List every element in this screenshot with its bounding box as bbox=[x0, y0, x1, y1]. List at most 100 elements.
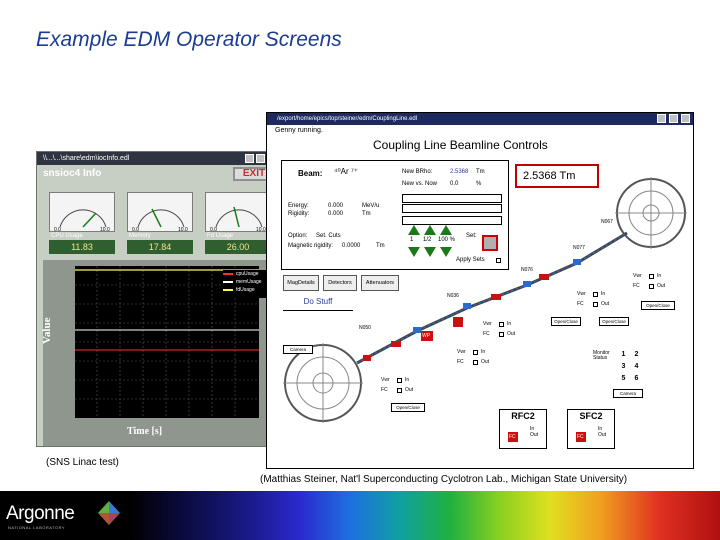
in-label: In bbox=[601, 291, 606, 297]
close-icon[interactable] bbox=[681, 114, 690, 123]
new-brho-value: 2.5368 bbox=[450, 169, 469, 175]
caption-right: (Matthias Steiner, Nat'l Superconducting… bbox=[260, 474, 628, 485]
monitor-cell[interactable]: 5 bbox=[621, 375, 626, 382]
open-close-button[interactable]: Open/Close bbox=[641, 301, 675, 310]
viewer-checkbox[interactable] bbox=[473, 350, 478, 355]
step-down-icon[interactable] bbox=[424, 247, 436, 257]
monitor-cell[interactable]: 2 bbox=[634, 351, 639, 358]
monitor-cell[interactable]: 1 bbox=[621, 351, 626, 358]
gauge-dial-icon: 0.0 10.0 bbox=[132, 208, 188, 233]
fc-checkbox[interactable] bbox=[473, 360, 478, 365]
ioc-info-titlebar[interactable]: \\...\...\share\edm\iocInfo.edl bbox=[37, 152, 271, 165]
quadrupole-icon bbox=[463, 303, 471, 309]
do-stuff-button[interactable]: Do Stuff bbox=[283, 297, 353, 311]
legend-item: memUsage bbox=[223, 278, 271, 286]
brho-display: 2.5368 Tm bbox=[515, 164, 599, 188]
dipole-icon bbox=[491, 294, 501, 300]
fc-checkbox[interactable] bbox=[397, 388, 402, 393]
dipole-icon bbox=[363, 355, 371, 361]
viewer-checkbox[interactable] bbox=[499, 322, 504, 327]
coupling-line-titlebar[interactable]: /export/home/epics/top/steiner/edm/Coupl… bbox=[267, 113, 693, 125]
new-brho-label: New BRho: bbox=[402, 169, 433, 175]
maximize-icon[interactable] bbox=[669, 114, 678, 123]
out-label: Out bbox=[657, 283, 666, 289]
in-label: In bbox=[481, 349, 486, 355]
field-row[interactable] bbox=[402, 216, 502, 225]
wp-block[interactable] bbox=[421, 331, 433, 341]
legend-item: cpuUsage bbox=[223, 270, 271, 278]
legend-label: memUsage bbox=[236, 279, 262, 285]
element-label-n036: N036 bbox=[447, 293, 459, 299]
fc-label: FC bbox=[483, 331, 490, 337]
argonne-logo-icon bbox=[98, 501, 120, 525]
step-value: 100 % bbox=[438, 237, 456, 243]
cpu-gauge-value: 11.83 bbox=[49, 240, 115, 254]
quadrupole-icon bbox=[413, 327, 421, 333]
minimize-icon[interactable] bbox=[245, 154, 254, 163]
open-close-button[interactable]: Open/Close bbox=[391, 403, 425, 412]
step-down-icon[interactable] bbox=[440, 247, 452, 257]
camera-button[interactable]: Camera bbox=[283, 345, 313, 354]
beam-panel: Beam: ⁴⁰Ar ⁷⁺ New BRho: 2.5368 Tm New vs… bbox=[281, 160, 509, 270]
monitor-status-grid: 1 2 3 4 5 6 bbox=[617, 351, 643, 387]
field-row[interactable] bbox=[402, 204, 502, 213]
caption-left: (SNS Linac test) bbox=[46, 457, 119, 468]
element-label-n076: N076 bbox=[521, 267, 533, 273]
step-up-icon[interactable] bbox=[424, 225, 436, 235]
rfc2-state: FC bbox=[509, 434, 516, 440]
fc-checkbox[interactable] bbox=[499, 332, 504, 337]
out-label: Out bbox=[598, 432, 607, 438]
viewer-label: Vwr bbox=[633, 273, 642, 279]
rfc2-title: RFC2 bbox=[511, 411, 535, 421]
magnetic-rigidity-unit: Tm bbox=[376, 243, 385, 249]
field-row[interactable] bbox=[402, 194, 502, 203]
open-close-button[interactable]: Open/Close bbox=[599, 317, 629, 326]
step-down-icon[interactable] bbox=[408, 247, 420, 257]
monitor-cell[interactable]: 3 bbox=[621, 363, 626, 370]
y-axis-title: Value bbox=[41, 317, 53, 345]
minimize-icon[interactable] bbox=[657, 114, 666, 123]
monitor-cell[interactable]: 4 bbox=[634, 363, 639, 370]
sfc2-state: FC bbox=[577, 434, 584, 440]
tab-attenuators[interactable]: Attenuators bbox=[361, 275, 399, 291]
maximize-icon[interactable] bbox=[256, 154, 265, 163]
viewer-label: Vwr bbox=[457, 349, 466, 355]
quadrupole-icon bbox=[573, 259, 581, 265]
tab-magdetails[interactable]: MagDetails bbox=[283, 275, 319, 291]
legend-item: fdUsage bbox=[223, 286, 271, 294]
step-up-icon[interactable] bbox=[408, 225, 420, 235]
fc-label: FC bbox=[577, 301, 584, 307]
magnetic-rigidity-label: Magnetic rigidity: bbox=[288, 243, 334, 249]
memory-gauge-label: Memory bbox=[129, 233, 151, 239]
beam-label: Beam: bbox=[298, 169, 323, 178]
energy-label: Energy: bbox=[288, 203, 309, 209]
step-value: 1 bbox=[410, 237, 414, 243]
viewer-checkbox[interactable] bbox=[593, 292, 598, 297]
rigidity-label: Rigidity: bbox=[288, 211, 310, 217]
quadrupole-icon bbox=[523, 281, 531, 287]
apply-sets-checkbox[interactable] bbox=[496, 258, 501, 263]
viewer-block[interactable] bbox=[453, 317, 463, 327]
sfc2-indicator[interactable] bbox=[576, 432, 586, 442]
cpu-gauge: 0.0 10.0 bbox=[49, 192, 115, 233]
gauge-dial-icon: 0.0 10.0 bbox=[54, 209, 110, 233]
x-axis-title: Time [s] bbox=[127, 426, 163, 437]
monitor-cell[interactable]: 6 bbox=[634, 375, 639, 382]
viewer-checkbox[interactable] bbox=[397, 378, 402, 383]
set-button[interactable] bbox=[482, 235, 498, 251]
fc-checkbox[interactable] bbox=[649, 284, 654, 289]
step-up-icon[interactable] bbox=[440, 225, 452, 235]
rfc2-indicator[interactable] bbox=[508, 432, 518, 442]
tab-detectors[interactable]: Detectors bbox=[323, 275, 357, 291]
exit-button[interactable]: EXIT bbox=[233, 167, 271, 181]
camera-button[interactable]: Camera bbox=[613, 389, 643, 398]
rfc2-panel: RFC2 FC In Out bbox=[499, 409, 547, 449]
ioc-info-window-title: \\...\...\share\edm\iocInfo.edl bbox=[43, 155, 130, 162]
out-label: Out bbox=[481, 359, 490, 365]
open-close-button[interactable]: Open/Close bbox=[551, 317, 581, 326]
viewer-checkbox[interactable] bbox=[649, 274, 654, 279]
strip-chart-legend: cpuUsage memUsage fdUsage bbox=[223, 270, 271, 298]
fc-checkbox[interactable] bbox=[593, 302, 598, 307]
dipole-icon bbox=[391, 341, 401, 347]
argonne-logo: Argonne bbox=[6, 503, 75, 524]
